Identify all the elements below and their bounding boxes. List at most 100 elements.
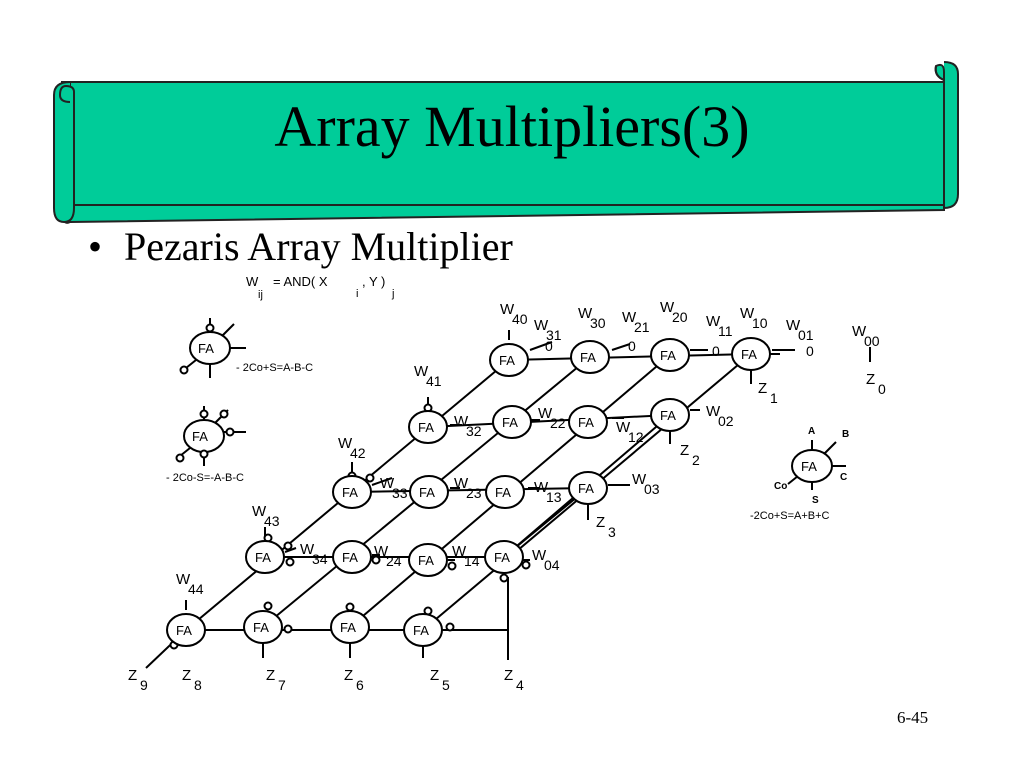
label-w40: W40 (500, 301, 528, 327)
fa-label: FA (499, 353, 515, 368)
label-w01: W01 (786, 317, 814, 343)
svg-text:6: 6 (356, 677, 364, 693)
svg-text:1: 1 (770, 390, 778, 406)
svg-text:W: W (534, 479, 549, 496)
svg-text:W: W (706, 403, 721, 420)
svg-text:3: 3 (608, 524, 616, 540)
label-w31: W31 (534, 317, 562, 343)
fa-label: FA (495, 485, 511, 500)
svg-text:, Y ): , Y ) (362, 274, 385, 289)
svg-text:24: 24 (386, 553, 402, 569)
fa-label: FA (418, 553, 434, 568)
svg-text:W: W (300, 541, 315, 558)
label-w22: W22 (538, 405, 566, 431)
zero-input: 0 (628, 338, 636, 354)
fa-cell: FA (332, 475, 372, 509)
svg-text:= AND( X: = AND( X (273, 274, 328, 289)
label-z9: Z9 (128, 667, 148, 693)
svg-text:Z: Z (182, 667, 191, 684)
fa-cell: FA (243, 610, 283, 644)
fa-label: FA (340, 620, 356, 635)
fa-cell: FA (568, 405, 608, 439)
label-z1: Z1 (758, 380, 778, 406)
label-z5: Z5 (430, 667, 450, 693)
label-w34: W34 (300, 541, 328, 567)
inverter-bubble (283, 541, 293, 551)
label-w44: W44 (176, 571, 204, 597)
fa-label: FA (255, 550, 271, 565)
svg-text:B: B (842, 429, 849, 440)
fa-cell: FA (409, 475, 449, 509)
slide-title: Array Multipliers(3) (274, 94, 750, 159)
svg-text:W: W (622, 309, 637, 326)
svg-text:41: 41 (426, 373, 442, 389)
svg-text:Z: Z (266, 667, 275, 684)
label-w02: W02 (706, 403, 734, 429)
label-z6: Z6 (344, 667, 364, 693)
legend-3-pins: A B C Co S (774, 426, 849, 506)
fa-label: FA (418, 420, 434, 435)
fa-cell: FA (245, 540, 285, 574)
label-w43: W43 (252, 503, 280, 529)
fa-cell: FA (650, 338, 690, 372)
svg-text:W: W (538, 405, 553, 422)
svg-text:W: W (852, 323, 867, 340)
svg-text:8: 8 (194, 677, 202, 693)
label-z8: Z8 (182, 667, 202, 693)
fa-label: FA (494, 550, 510, 565)
svg-text:5: 5 (442, 677, 450, 693)
fa-label: FA (502, 415, 518, 430)
label-w42: W42 (338, 435, 366, 461)
svg-text:A: A (808, 426, 815, 437)
title-banner (53, 61, 959, 224)
fa-cell: FA (408, 543, 448, 577)
svg-text:Z: Z (680, 442, 689, 459)
label-z2: Z2 (680, 442, 700, 468)
svg-text:10: 10 (752, 315, 768, 331)
label-z4: Z4 (504, 667, 524, 693)
svg-text:31: 31 (546, 327, 562, 343)
svg-text:W: W (374, 543, 389, 560)
svg-text:W: W (380, 475, 395, 492)
fa-cell: FA (408, 410, 448, 444)
fa-cell: FA (332, 540, 372, 574)
label-w12: W12 (616, 419, 644, 445)
svg-text:Z: Z (128, 667, 137, 684)
fa-label: FA (342, 550, 358, 565)
svg-text:4: 4 (516, 677, 524, 693)
svg-text:13: 13 (546, 489, 562, 505)
fa-label: FA (580, 350, 596, 365)
label-w14: W14 (452, 543, 480, 569)
svg-text:W: W (578, 305, 593, 322)
svg-text:W: W (632, 471, 647, 488)
svg-text:W: W (660, 299, 675, 316)
fa-label: FA (342, 485, 358, 500)
legend-cell-2: FA (175, 406, 246, 466)
label-w21: W21 (622, 309, 650, 335)
svg-text:FA: FA (198, 341, 214, 356)
svg-text:W: W (454, 475, 469, 492)
svg-text:44: 44 (188, 581, 204, 597)
svg-text:7: 7 (278, 677, 286, 693)
zero-input: 0 (545, 338, 553, 354)
svg-text:23: 23 (466, 485, 482, 501)
svg-text:i: i (356, 288, 358, 300)
fa-cell: FA (570, 340, 610, 374)
svg-text:W: W (338, 435, 353, 452)
fa-cell: FA (731, 337, 771, 371)
svg-text:22: 22 (550, 415, 566, 431)
legend-cell-3: FA (787, 440, 846, 490)
svg-text:01: 01 (798, 327, 814, 343)
svg-text:j: j (391, 288, 394, 300)
label-w24: W24 (374, 543, 402, 569)
zero-input: 0 (806, 343, 814, 359)
svg-text:03: 03 (644, 481, 660, 497)
inverter-bubble (371, 555, 381, 565)
fa-cell: FA (489, 343, 529, 377)
bullet-text: Pezaris Array Multiplier (124, 224, 513, 269)
svg-text:ij: ij (258, 289, 263, 301)
inverter-bubble (447, 561, 457, 571)
inverter-bubble (521, 560, 531, 570)
svg-text:W: W (706, 313, 721, 330)
svg-text:Z: Z (758, 380, 767, 397)
